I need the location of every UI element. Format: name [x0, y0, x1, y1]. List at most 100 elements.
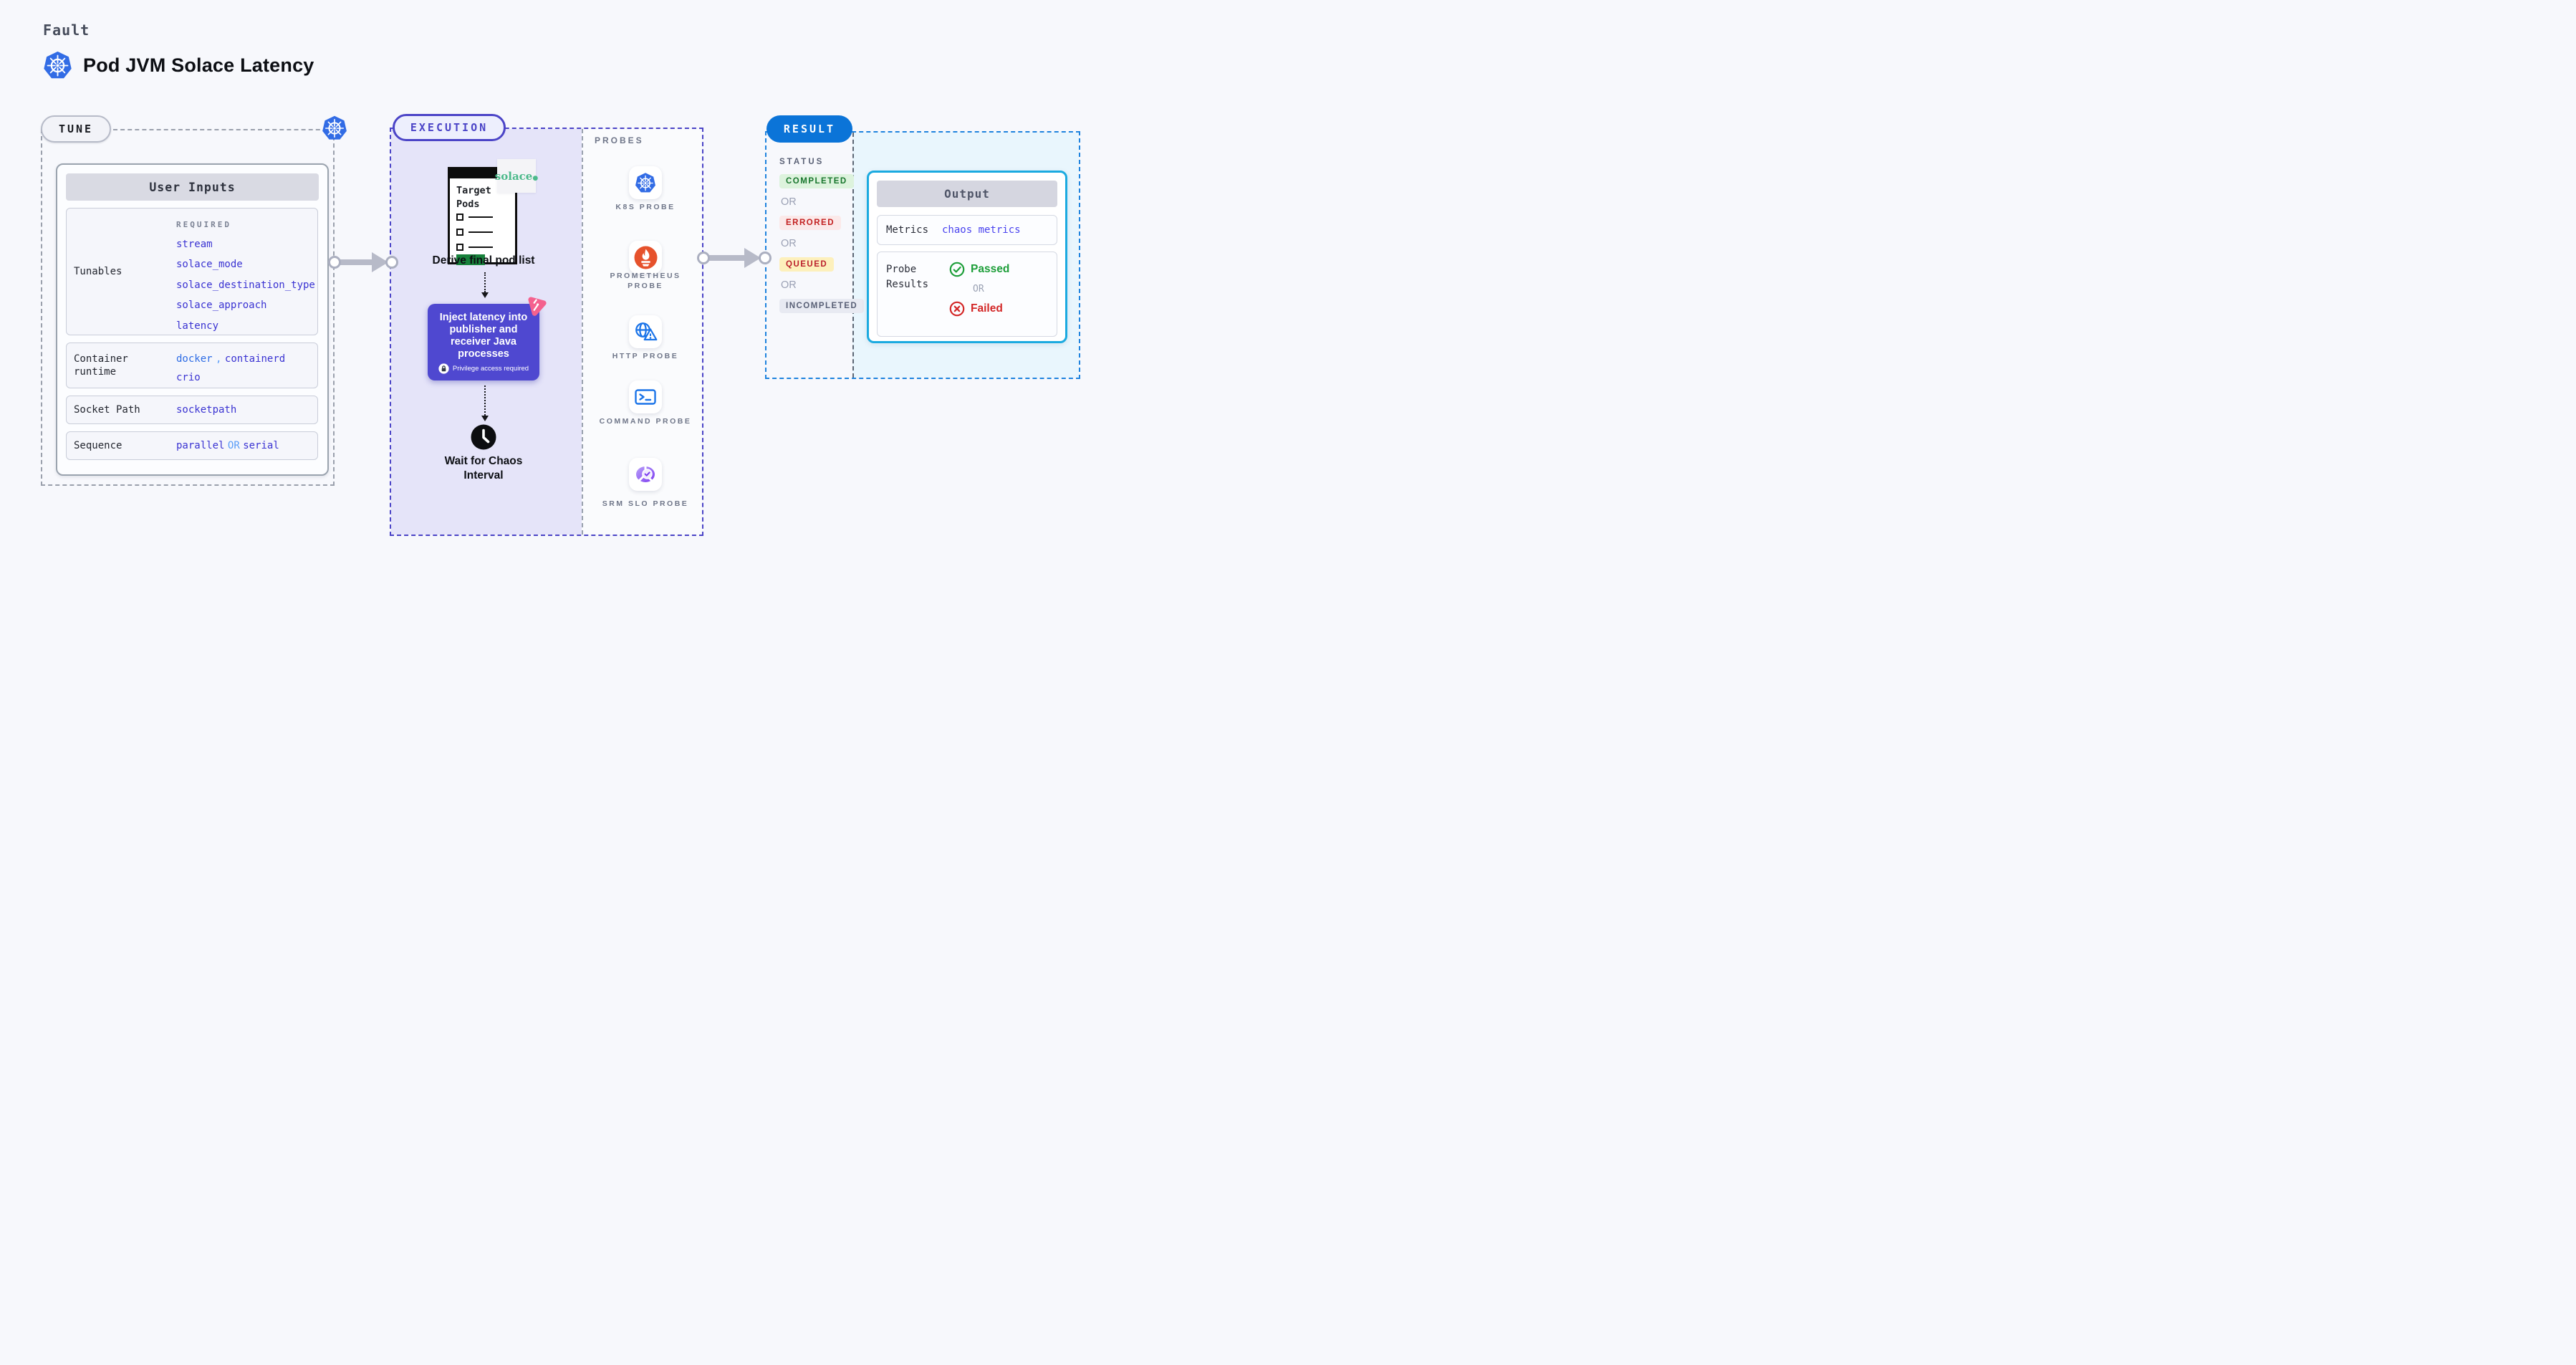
flow-arrow-down — [481, 272, 489, 298]
passed-check-icon — [949, 262, 965, 277]
runtime-containerd: containerd — [224, 353, 286, 365]
status-heading: STATUS — [779, 158, 825, 166]
k8s-probe-label: K8S PROBE — [615, 203, 676, 211]
failed-row: Failed — [949, 301, 1009, 317]
prometheus-probe-card — [629, 241, 662, 274]
runtime-comma: , — [216, 353, 222, 365]
user-inputs-header: User Inputs — [66, 173, 319, 201]
or-separator: OR — [781, 238, 797, 249]
tunable-stream: stream — [176, 238, 213, 250]
user-inputs-card: User Inputs Tunables REQUIRED stream sol… — [56, 163, 329, 476]
metrics-row: Metrics chaos metrics — [877, 215, 1057, 245]
tune-to-execution-arrow — [337, 259, 373, 265]
or-separator: OR — [781, 279, 797, 291]
prometheus-probe-label: PROMETHEUS PROBE — [610, 272, 681, 290]
or-separator: OR — [973, 284, 984, 294]
socket-path-row: Socket Path socketpath — [66, 396, 318, 424]
runtime-crio: crio — [176, 372, 201, 383]
privilege-badge: Privilege access required — [428, 363, 539, 374]
target-highlight-bar — [456, 254, 485, 265]
list-line — [468, 246, 493, 249]
tunable-solace-approach: solace_approach — [176, 300, 267, 311]
prometheus-probe-icon — [634, 246, 657, 269]
status-column: STATUS COMPLETED OR ERRORED OR QUEUED OR… — [779, 158, 865, 313]
solace-logo-card: solace● — [494, 159, 539, 193]
target-pods-title: Target Pods — [456, 185, 491, 210]
container-runtime-row: Container runtime docker , containerd cr… — [66, 343, 318, 388]
command-probe-label: COMMAND PROBE — [599, 417, 692, 426]
k8s-probe-icon — [635, 172, 656, 194]
flow-arrow-down — [481, 385, 489, 421]
container-runtime-values: docker , containerd crio — [176, 350, 285, 387]
tunable-solace-mode: solace_mode — [176, 259, 243, 270]
sequence-parallel: parallel — [176, 440, 225, 451]
clock-icon — [471, 424, 496, 450]
arrow-head — [744, 248, 761, 268]
execution-pill: EXECUTION — [393, 114, 506, 141]
checkbox-icon — [456, 214, 463, 221]
passed-label: Passed — [971, 263, 1010, 275]
lock-icon — [438, 363, 449, 374]
privilege-badge-text: Privilege access required — [452, 365, 529, 373]
arrow-head — [372, 252, 388, 272]
socket-path-value: socketpath — [176, 404, 237, 416]
tunable-solace-destination-type: solace_destination_type — [176, 279, 315, 291]
socket-path-label: Socket Path — [74, 404, 140, 416]
solace-dot-icon: ● — [532, 174, 539, 182]
fault-kicker: Fault — [43, 21, 90, 39]
command-probe-icon — [635, 389, 656, 405]
chaos-experiment-icon — [528, 297, 547, 316]
checkbox-icon — [456, 229, 463, 236]
pod-checkbox-row — [456, 244, 493, 251]
page-header: Pod JVM Solace Latency — [43, 50, 314, 81]
fault-diagram-page: Fault Pod JVM Solace Latency TUNE User I… — [0, 0, 1115, 595]
tunables-label: Tunables — [74, 266, 122, 277]
http-probe-label: HTTP PROBE — [612, 352, 679, 360]
tunables-values: REQUIRED stream solace_mode solace_desti… — [176, 220, 315, 332]
metrics-label: Metrics — [886, 224, 929, 236]
connector-dot — [697, 252, 710, 264]
result-pill: RESULT — [766, 115, 852, 143]
kubernetes-icon — [322, 115, 347, 142]
or-separator: OR — [781, 196, 797, 208]
failed-x-icon — [949, 301, 965, 317]
tune-pill: TUNE — [41, 115, 111, 143]
http-probe-icon — [635, 322, 658, 341]
srm-slo-probe-icon — [636, 466, 655, 482]
sequence-serial: serial — [243, 440, 279, 451]
probe-results-values: Passed OR Failed — [949, 262, 1009, 317]
connector-dot — [328, 256, 341, 269]
list-line — [468, 231, 493, 234]
pod-checkbox-row — [456, 229, 493, 236]
sequence-label: Sequence — [74, 440, 122, 451]
command-probe-card — [629, 380, 662, 413]
http-probe-card — [629, 315, 662, 348]
inject-latency-step: Inject latency into publisher and receiv… — [428, 304, 539, 380]
inject-latency-text: Inject latency into publisher and receiv… — [439, 312, 528, 360]
sequence-row: Sequence parallel OR serial — [66, 431, 318, 460]
wait-chaos-interval-label: Wait for Chaos Interval — [444, 455, 523, 482]
derive-pod-list-label: Derive final pod list — [432, 254, 535, 267]
tunable-latency: latency — [176, 320, 219, 332]
k8s-probe-card — [629, 166, 662, 199]
status-badge-completed: COMPLETED — [779, 174, 854, 188]
connector-dot — [759, 252, 772, 264]
container-runtime-label: Container runtime — [74, 353, 128, 378]
status-badge-queued: QUEUED — [779, 257, 835, 272]
runtime-docker: docker — [176, 353, 213, 365]
passed-row: Passed — [949, 262, 1009, 277]
status-badge-incompleted: INCOMPLETED — [779, 299, 865, 313]
srm-slo-probe-label: SRM SLO PROBE — [602, 499, 689, 508]
pod-checkbox-row — [456, 214, 493, 221]
tune-section-box — [41, 129, 335, 486]
required-label: REQUIRED — [176, 220, 231, 229]
list-line — [468, 216, 493, 219]
kubernetes-icon — [43, 50, 72, 81]
srm-slo-probe-card — [629, 458, 662, 491]
execution-to-result-arrow — [706, 255, 745, 261]
solace-logo: solace● — [494, 169, 539, 183]
output-card: Output Metrics chaos metrics Probe Resul… — [867, 171, 1067, 343]
output-header: Output — [877, 181, 1057, 207]
failed-label: Failed — [971, 302, 1003, 315]
connector-dot — [385, 256, 398, 269]
